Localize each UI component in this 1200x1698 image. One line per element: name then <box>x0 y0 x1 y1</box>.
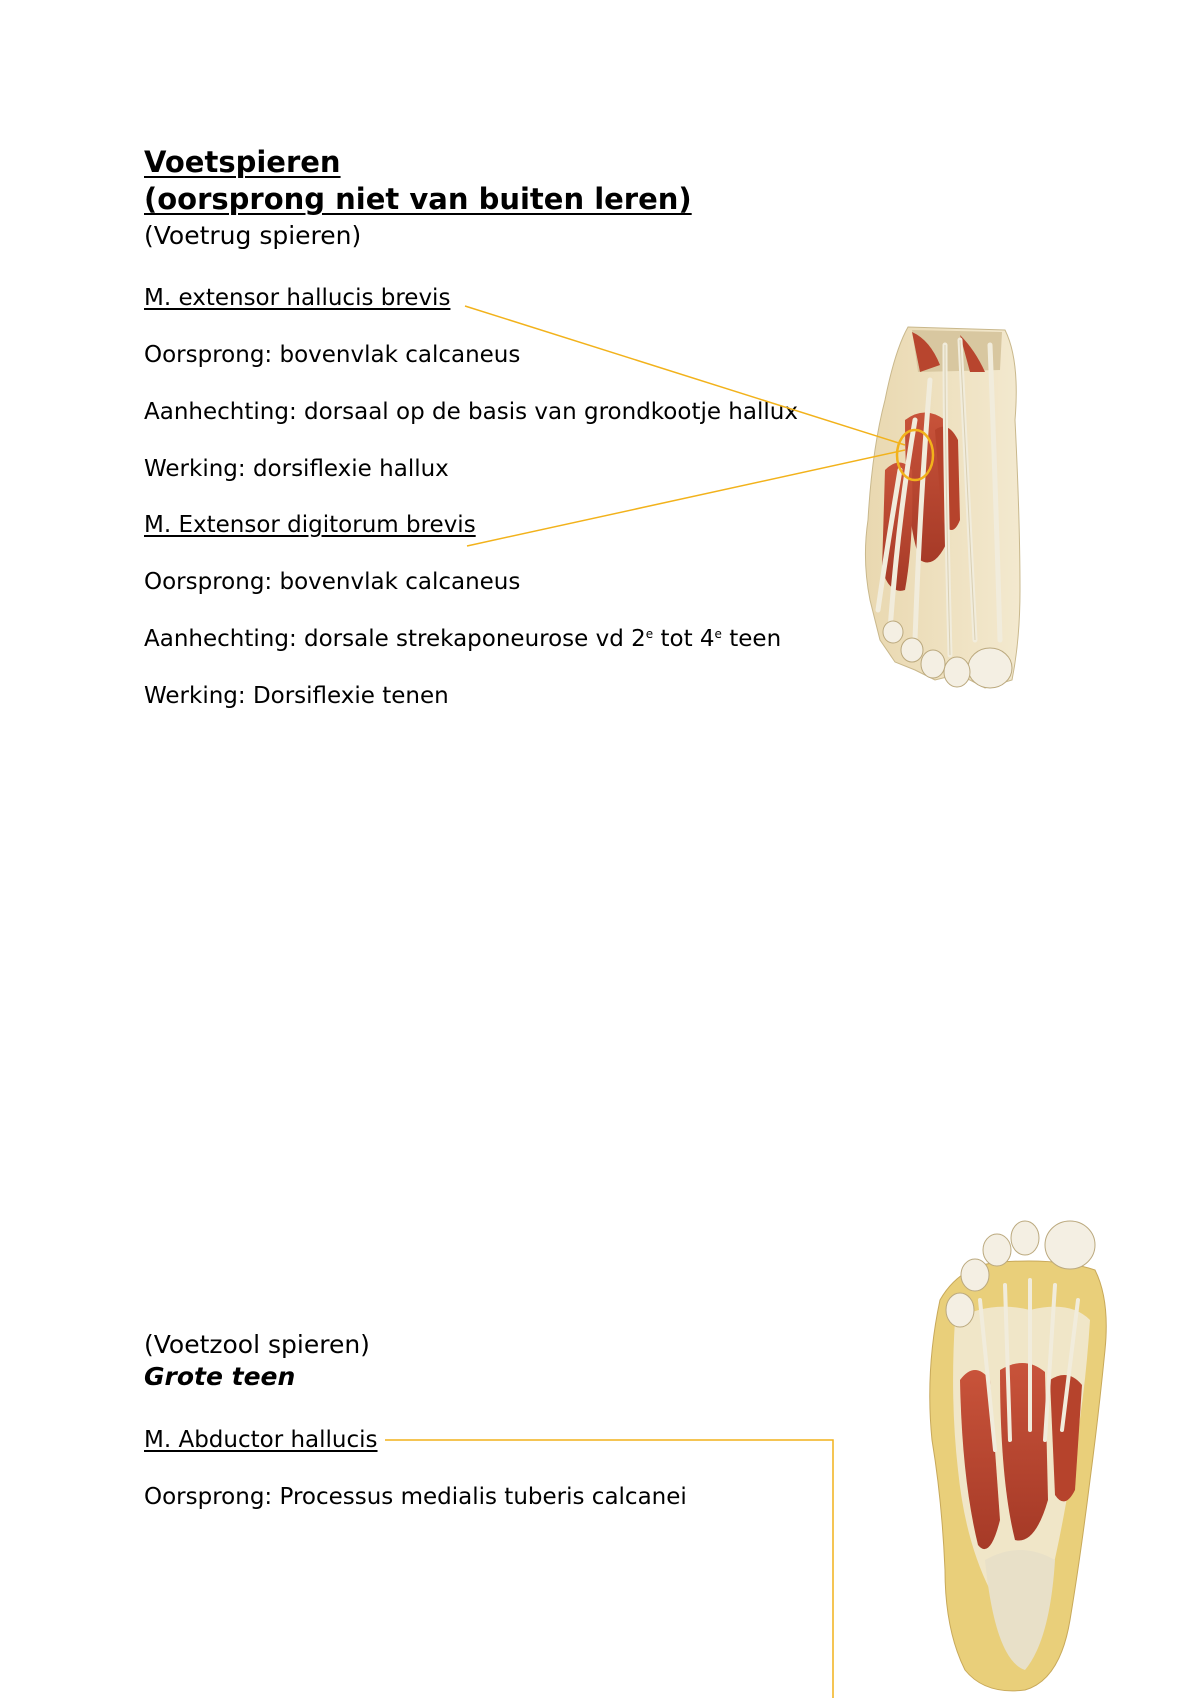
muscle-origin-edb: Oorsprong: bovenvlak calcaneus <box>144 569 521 595</box>
muscle-insertion-ehb: Aanhechting: dorsaal op de basis van gro… <box>144 399 798 425</box>
plantar-foot-illustration <box>929 1220 1107 1692</box>
page-title: Voetspieren <box>144 145 341 179</box>
muscle-action-edb: Werking: Dorsiflexie tenen <box>144 683 449 709</box>
muscle-name-ehb: M. extensor hallucis brevis <box>144 285 451 311</box>
muscle-name-edb: M. Extensor digitorum brevis <box>144 512 476 538</box>
annotation-circle <box>895 428 935 482</box>
muscle-action-ehb: Werking: dorsiflexie hallux <box>144 456 449 482</box>
muscle-origin-ehb: Oorsprong: bovenvlak calcaneus <box>144 342 521 368</box>
muscle-name-abductor-hallucis: M. Abductor hallucis <box>144 1427 378 1453</box>
group-heading-dorsal: (Voetrug spieren) <box>144 221 362 250</box>
muscle-insertion-edb: Aanhechting: dorsale strekaponeurose vd … <box>144 626 782 652</box>
page-subtitle: (oorsprong niet van buiten leren) <box>144 182 692 216</box>
muscle-origin-abductor-hallucis: Oorsprong: Processus medialis tuberis ca… <box>144 1484 687 1510</box>
annotation-line-edb <box>466 449 906 547</box>
dorsal-foot-shape <box>864 326 1021 689</box>
group-heading-plantar: (Voetzool spieren) <box>144 1330 370 1359</box>
annotation-line-abductor <box>385 1439 834 1698</box>
subgroup-heading-big-toe: Grote teen <box>144 1362 296 1391</box>
